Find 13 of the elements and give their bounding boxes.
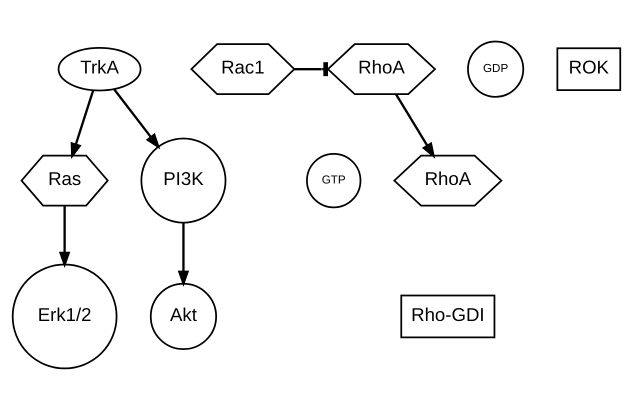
node-circle: Erk1/2 [12, 264, 118, 370]
node-circle: PI3K [140, 138, 226, 224]
node-box: Rho-GDI [400, 294, 496, 338]
node-circle: GDP [467, 40, 524, 98]
arrow [70, 90, 94, 160]
arrow [394, 93, 436, 159]
arrow [178, 222, 190, 287]
arrow [58, 206, 70, 268]
node-circle: GTP [306, 152, 362, 208]
node-ellipse: TrkA [58, 47, 142, 92]
node-circle: Akt [150, 282, 218, 350]
node-box: ROK [556, 47, 622, 92]
arrow [113, 88, 160, 150]
